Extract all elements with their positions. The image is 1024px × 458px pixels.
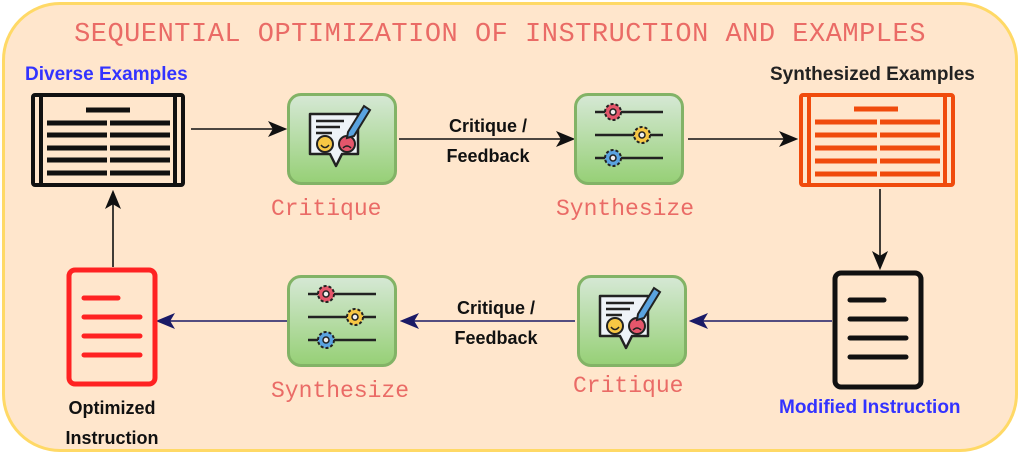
settings-sliders-icon	[308, 285, 376, 349]
critique-feedback-icon	[598, 286, 662, 350]
critique-label-bottom: Critique	[573, 373, 684, 399]
critique-label-top: Critique	[271, 196, 382, 222]
optimized-instruction-line1: Optimized	[68, 398, 156, 418]
critique-node-top	[287, 93, 397, 185]
edge-label-top: Critique / Feedback	[428, 111, 548, 171]
table-document-icon	[31, 93, 185, 187]
synthesize-node-top	[574, 93, 684, 185]
table-document-icon	[799, 93, 955, 187]
synthesize-node-bottom	[287, 275, 397, 367]
edge-label-bottom-line1: Critique /	[456, 298, 535, 318]
edge-label-bottom-line2: Feedback	[454, 328, 538, 348]
synthesized-examples-label: Synthesized Examples	[770, 64, 975, 85]
modified-instruction-label: Modified Instruction	[779, 397, 961, 418]
document-icon	[66, 267, 158, 387]
document-icon	[832, 270, 924, 390]
edge-label-top-line2: Feedback	[446, 146, 530, 166]
critique-node-bottom	[577, 275, 687, 367]
diagram-panel	[2, 2, 1018, 452]
diagram-title: SEQUENTIAL OPTIMIZATION OF INSTRUCTION A…	[74, 20, 926, 50]
settings-sliders-icon	[595, 103, 663, 167]
diverse-examples-label: Diverse Examples	[25, 64, 188, 85]
synthesize-label-bottom: Synthesize	[271, 378, 410, 404]
edge-label-bottom: Critique / Feedback	[436, 293, 556, 353]
critique-feedback-icon	[308, 104, 372, 168]
optimized-instruction-label: Optimized Instruction	[42, 393, 182, 453]
synthesize-label-top: Synthesize	[556, 196, 695, 222]
edge-label-top-line1: Critique /	[448, 116, 527, 136]
optimized-instruction-line2: Instruction	[65, 428, 159, 448]
